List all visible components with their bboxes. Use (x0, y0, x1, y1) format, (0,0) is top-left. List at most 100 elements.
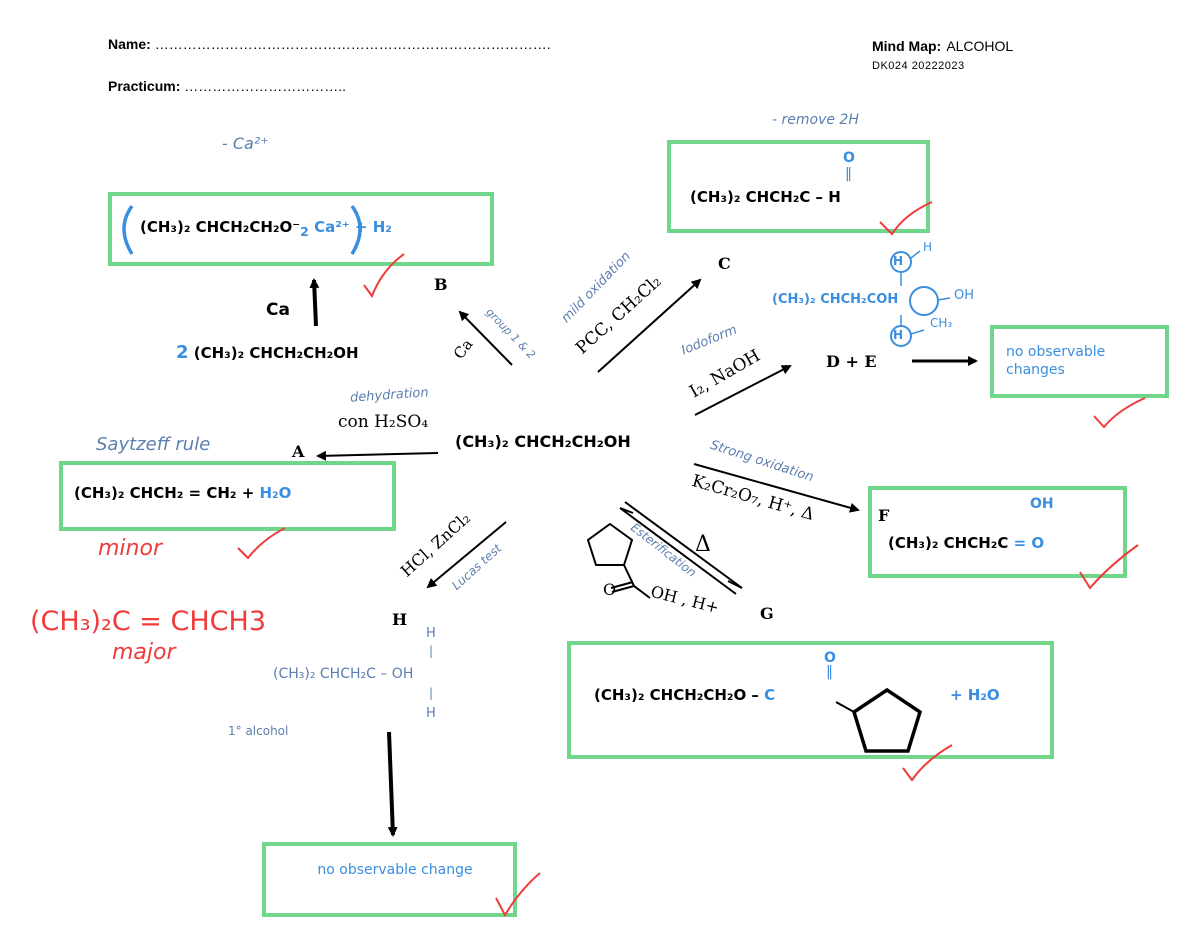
arrow-to-g-head (727, 580, 743, 589)
reactant-b-formula: (CH₃)₂ CHCH₂CH₂OH (193, 344, 359, 362)
arrow-to-h (426, 521, 507, 589)
check-g (902, 744, 953, 782)
g-carbonyl-bond: ‖ (826, 664, 833, 680)
box-product-b (108, 192, 494, 266)
name-field: Name: …………………………………………………………………………. (108, 36, 551, 52)
link-h-top (910, 250, 921, 259)
box-product-h (262, 842, 517, 917)
h-bond-top: | (429, 644, 434, 658)
product-c: (CH₃)₂ CHCH₂C – H (690, 188, 841, 206)
alcohol-type: 1° alcohol (228, 724, 289, 738)
arrow-to-g-forward (624, 501, 743, 589)
h-struct: (CH₃)₂ CHCH₂C – OH (273, 666, 414, 682)
arrow-h-down (387, 731, 398, 837)
check-f (1079, 544, 1139, 590)
product-b-rest: Ca²⁺ + H₂ (314, 218, 392, 236)
h-h-bottom: H (426, 706, 436, 721)
ca-arrow-reagent: Ca (266, 300, 290, 320)
reagent-bond-2 (611, 585, 635, 593)
cyclopentane-ring (851, 687, 923, 753)
check-c (879, 201, 933, 236)
de-h-label: H (923, 240, 933, 254)
link-oh (937, 297, 951, 301)
reactant-b-coef: 2 (176, 342, 189, 363)
check-a (237, 527, 286, 560)
de-oh-label: OH (954, 288, 975, 303)
check-b (363, 253, 405, 299)
title-label: Mind Map: (872, 38, 942, 54)
minor-label: minor (98, 536, 162, 561)
product-de: no observable changes (1006, 344, 1106, 378)
letter-g: G (760, 604, 774, 623)
paren-right (350, 204, 362, 255)
box-product-de (990, 325, 1169, 398)
letter-b: B (434, 275, 448, 294)
box-product-g (567, 641, 1054, 759)
ring-bond (835, 701, 855, 713)
reagent-ring (586, 522, 634, 566)
reagent-bond-2b (610, 581, 634, 589)
de-h-top: H (893, 254, 904, 268)
g-delta: Δ (695, 532, 711, 557)
arrow-to-g-back (619, 507, 737, 595)
h-bond-bottom: | (429, 686, 434, 700)
de-struct-oh: OH (876, 292, 899, 307)
paren-left (122, 204, 134, 255)
name-label: Name: (108, 36, 151, 52)
letter-a: A (292, 442, 305, 461)
circle-h-top (890, 251, 912, 273)
letter-f: F (878, 506, 890, 525)
product-a-water: H₂O (259, 484, 292, 502)
g-acid-o: O (603, 580, 617, 599)
letter-de: D + E (826, 352, 877, 371)
reagent-bond-3 (633, 585, 651, 599)
h-h-top: H (426, 626, 436, 641)
arrow-to-b (458, 310, 513, 366)
product-f-formula: (CH₃)₂ CHCH₂C (888, 534, 1009, 552)
box-product-f (868, 486, 1127, 578)
check-de (1093, 397, 1146, 429)
letter-c: C (718, 254, 731, 273)
center-compound: (CH₃)₂ CHCH₂CH₂OH (455, 432, 631, 451)
product-g-water: + H₂O (950, 686, 1000, 704)
practicum-dots: …………………………….. (184, 78, 347, 94)
product-b: (CH₃)₂ CHCH₂CH₂O⁻2 Ca²⁺ + H₂ (140, 218, 392, 239)
product-b-alkoxide: (CH₃)₂ CHCH₂CH₂O⁻ (140, 218, 301, 236)
link-h-bottom (910, 329, 925, 335)
ca-note: - Ca²⁺ (222, 134, 269, 153)
product-g: (CH₃)₂ CHCH₂CH₂O – C (594, 686, 775, 704)
reactant-b: 2 (CH₃)₂ CHCH₂CH₂OH (176, 342, 359, 363)
practicum-field: Practicum: …………………………….. (108, 78, 346, 94)
f-oh-top: OH (1030, 496, 1054, 512)
arrow-to-f (693, 463, 860, 513)
title-value: ALCOHOL (946, 38, 1014, 54)
product-h: no observable change (317, 862, 473, 878)
arrow-to-c (597, 278, 702, 373)
major-product: (CH₃)₂C = CHCH3 (30, 606, 266, 637)
product-a: (CH₃)₂ CHCH₂ = CH₂ + H₂O (74, 484, 291, 502)
product-g-c: C (764, 686, 776, 704)
de-struct-base: (CH₃)₂ CHCH₂C (772, 292, 877, 307)
de-struct: (CH₃)₂ CHCH₂COH (772, 292, 898, 307)
letter-h: H (392, 610, 408, 629)
arrow-to-g-back-head (619, 507, 634, 514)
page-title: Mind Map: ALCOHOL (872, 36, 1013, 55)
product-f: (CH₃)₂ CHCH₂C = O (888, 534, 1044, 552)
arrow-ca-up (309, 278, 320, 327)
product-b-sub: 2 (300, 224, 309, 239)
practicum-label: Practicum: (108, 78, 181, 94)
arrow-to-a (316, 450, 439, 461)
circle-oh (909, 286, 939, 316)
product-f-carbonyl: = O (1013, 534, 1045, 552)
saytzeff-rule: Saytzeff rule (96, 434, 211, 455)
major-label: major (112, 640, 176, 665)
course-code: DK024 20222023 (872, 60, 965, 72)
remove-note: - remove 2H (772, 112, 859, 128)
name-dots: …………………………………………………………………………. (154, 36, 551, 52)
check-h (495, 872, 541, 918)
c-carbonyl-o: O (843, 150, 855, 166)
product-g-formula: (CH₃)₂ CHCH₂CH₂O – (594, 686, 759, 704)
box-product-a (59, 461, 396, 531)
arrow-to-de (694, 365, 792, 416)
